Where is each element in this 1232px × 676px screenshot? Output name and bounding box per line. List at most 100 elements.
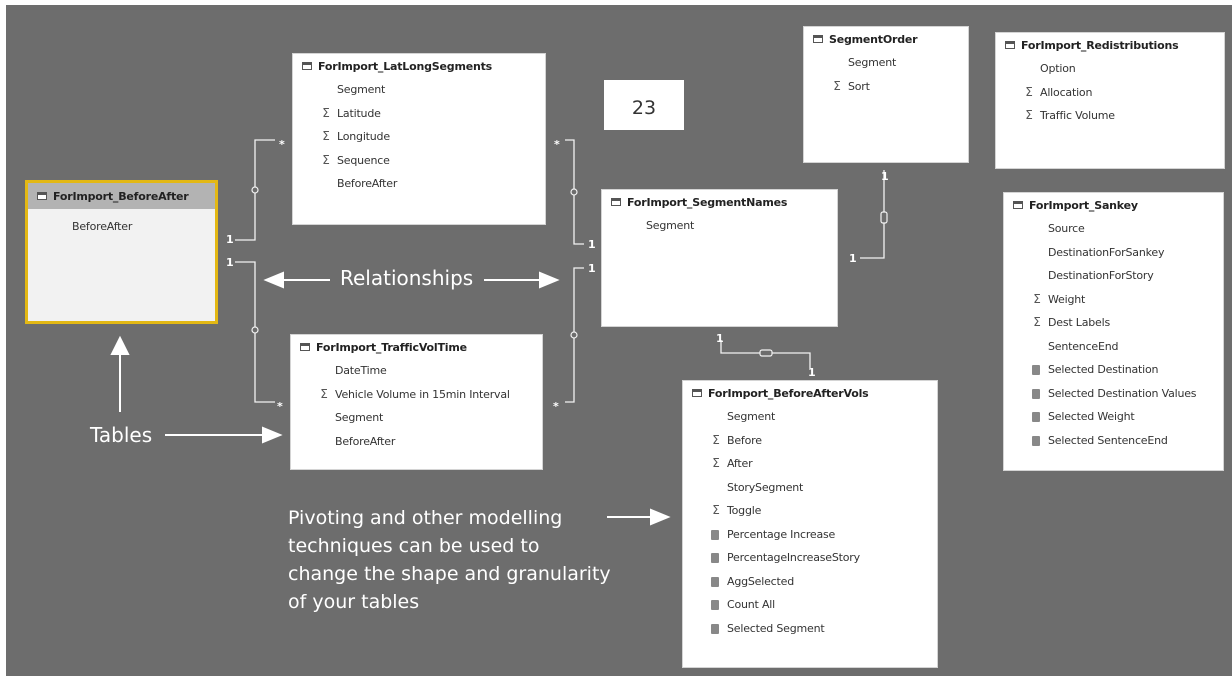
table-field[interactable]: Selected Segment [683, 617, 937, 641]
field-name: Segment [335, 411, 384, 424]
card-one: 1 [849, 252, 857, 265]
field-name: Latitude [337, 106, 381, 120]
field-name: Toggle [727, 504, 762, 517]
field-name: StorySegment [727, 480, 804, 494]
table-field[interactable]: PercentageIncreaseStory [683, 546, 937, 570]
field-name: Selected Destination Values [1048, 386, 1197, 400]
field-name: Dest Labels [1048, 316, 1110, 329]
field-name: DestinationForStory [1048, 269, 1154, 282]
table-field[interactable]: Segment [804, 51, 968, 75]
table-icon [1013, 201, 1023, 209]
table-field[interactable]: Segment [602, 214, 837, 238]
card-one: 1 [716, 332, 724, 345]
field-name: Selected Destination [1048, 363, 1159, 376]
table-field[interactable]: StorySegment [683, 476, 937, 500]
pivot-annotation-line: Pivoting and other modelling [288, 507, 563, 529]
table-icon [37, 192, 47, 200]
table-icon [302, 62, 312, 70]
pivot-annotation-line: change the shape and granularity [288, 563, 611, 585]
table-field[interactable]: BeforeAfter [293, 172, 545, 196]
calculator-icon [1032, 365, 1040, 375]
table-field[interactable]: BeforeAfter [28, 215, 215, 239]
field-name: Allocation [1040, 85, 1093, 99]
table-field[interactable]: Selected Destination Values [1004, 382, 1223, 406]
table-header[interactable]: ForImport_TrafficVolTime [291, 335, 542, 359]
table-field[interactable]: Segment [291, 406, 542, 430]
pivot-annotation-line: of your tables [288, 591, 420, 613]
card-one: 1 [881, 170, 889, 183]
table-field[interactable]: Σ Toggle [683, 499, 937, 523]
card-one: 1 [226, 256, 234, 269]
table-header[interactable]: ForImport_SegmentNames [602, 190, 837, 214]
table-field[interactable]: DestinationForStory [1004, 264, 1223, 288]
table-field[interactable]: AggSelected [683, 570, 937, 594]
table-title: ForImport_Redistributions [1021, 38, 1179, 52]
sigma-icon: Σ [1033, 315, 1041, 329]
pivot-annotation-line: techniques can be used to [288, 535, 540, 557]
tables-annotation: Tables [90, 423, 153, 447]
table-field[interactable]: Selected Weight [1004, 405, 1223, 429]
field-name: Segment [646, 219, 695, 232]
table-header[interactable]: SegmentOrder [804, 27, 968, 51]
table-icon [1005, 41, 1015, 49]
field-name: Selected Weight [1048, 410, 1135, 423]
field-name: Percentage Increase [727, 527, 836, 541]
table-field[interactable]: SentenceEnd [1004, 335, 1223, 359]
table-icon [813, 35, 823, 43]
table-title: ForImport_TrafficVolTime [316, 340, 467, 354]
table-field[interactable]: Option [996, 57, 1224, 81]
table-field[interactable]: Source [1004, 217, 1223, 241]
table-icon [300, 343, 310, 351]
table-field[interactable]: DestinationForSankey [1004, 241, 1223, 265]
field-name: Segment [848, 56, 897, 69]
table-title: ForImport_BeforeAfterVols [708, 386, 869, 400]
table-field[interactable]: Percentage Increase [683, 523, 937, 547]
table-field[interactable]: Selected SentenceEnd [1004, 429, 1223, 453]
field-name: Count All [727, 598, 776, 611]
field-name: Option [1040, 62, 1076, 75]
field-name: BeforeAfter [335, 434, 396, 448]
sigma-icon: Σ [712, 503, 720, 517]
table-header[interactable]: ForImport_Sankey [1004, 193, 1223, 217]
sigma-icon: Σ [320, 386, 328, 401]
table-field[interactable]: Count All [683, 593, 937, 617]
table-header[interactable]: ForImport_LatLongSegments [293, 54, 545, 78]
field-name: Weight [1048, 292, 1086, 306]
table-field[interactable]: Segment [293, 78, 545, 102]
field-name: DateTime [335, 364, 387, 377]
sigma-icon: Σ [322, 105, 330, 120]
table-title: ForImport_LatLongSegments [318, 59, 492, 73]
calculator-icon [1032, 435, 1040, 446]
table-field[interactable]: DateTime [291, 359, 542, 383]
table-field[interactable]: Σ Dest Labels [1004, 311, 1223, 335]
table-field[interactable]: Selected Destination [1004, 358, 1223, 382]
table-header[interactable]: ForImport_BeforeAfterVols [683, 381, 937, 405]
calculator-icon [711, 529, 719, 540]
table-title: SegmentOrder [829, 32, 918, 46]
card-one: 1 [588, 262, 596, 275]
table-field[interactable]: Σ Latitude [293, 102, 545, 126]
table-field[interactable]: Segment [683, 405, 937, 429]
pivot-annotation: Pivoting and other modelling techniques … [288, 504, 611, 616]
table-header[interactable]: ForImport_Redistributions [996, 33, 1224, 57]
field-name: Sequence [337, 153, 390, 167]
table-header[interactable]: ForImport_BeforeAfter [28, 183, 215, 209]
table-field[interactable]: BeforeAfter [291, 430, 542, 454]
